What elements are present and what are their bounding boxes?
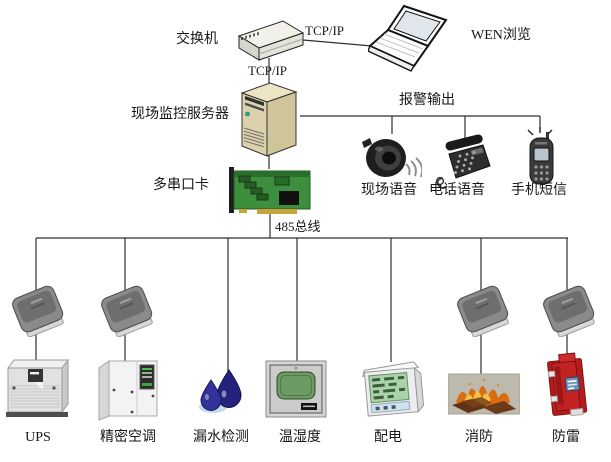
io-module-icon <box>457 285 509 337</box>
surge-protector-icon <box>547 352 588 417</box>
power-meter-icon <box>362 361 424 417</box>
serial-card-label: 多串口卡 <box>153 178 209 193</box>
device-label-fire: 消防 <box>465 430 493 445</box>
temp-humidity-icon <box>265 360 327 418</box>
tcpip-server-label: TCP/IP <box>248 63 288 78</box>
laptop-icon <box>368 4 448 72</box>
device-label-power: 配电 <box>374 430 402 445</box>
device-label-leak: 漏水检测 <box>193 430 249 445</box>
device-label-temphum: 温湿度 <box>279 430 321 445</box>
server-label: 现场监控服务器 <box>131 107 229 122</box>
device-label-ac: 精密空调 <box>100 430 156 445</box>
device-label-ups: UPS <box>25 430 51 445</box>
server-tower-icon <box>240 82 298 157</box>
telephone-icon <box>435 134 491 189</box>
tcpip-lan-label: TCP/IP <box>305 23 345 38</box>
bus-485-label: 485总线 <box>275 219 321 234</box>
network-switch-icon <box>237 20 305 61</box>
onsite-voice-label: 现场语音 <box>361 183 417 198</box>
alarm-output-label: 报警输出 <box>399 93 455 108</box>
phone-voice-label: 电话语音 <box>429 183 485 198</box>
web-browse-label: WEN浏览 <box>471 28 531 43</box>
switch-label: 交换机 <box>176 32 218 47</box>
serial-card-icon <box>229 167 311 214</box>
io-module-icon <box>12 285 64 337</box>
ups-icon <box>6 358 69 417</box>
mobile-phone-icon <box>527 127 554 185</box>
speaker-icon <box>362 138 422 178</box>
fire-icon <box>448 373 520 415</box>
io-module-icon <box>543 285 595 337</box>
sms-label: 手机短信 <box>511 183 567 198</box>
device-label-surge: 防雷 <box>552 430 580 445</box>
io-module-icon <box>101 285 153 337</box>
air-conditioner-icon <box>97 360 159 421</box>
water-leak-icon <box>199 369 242 413</box>
